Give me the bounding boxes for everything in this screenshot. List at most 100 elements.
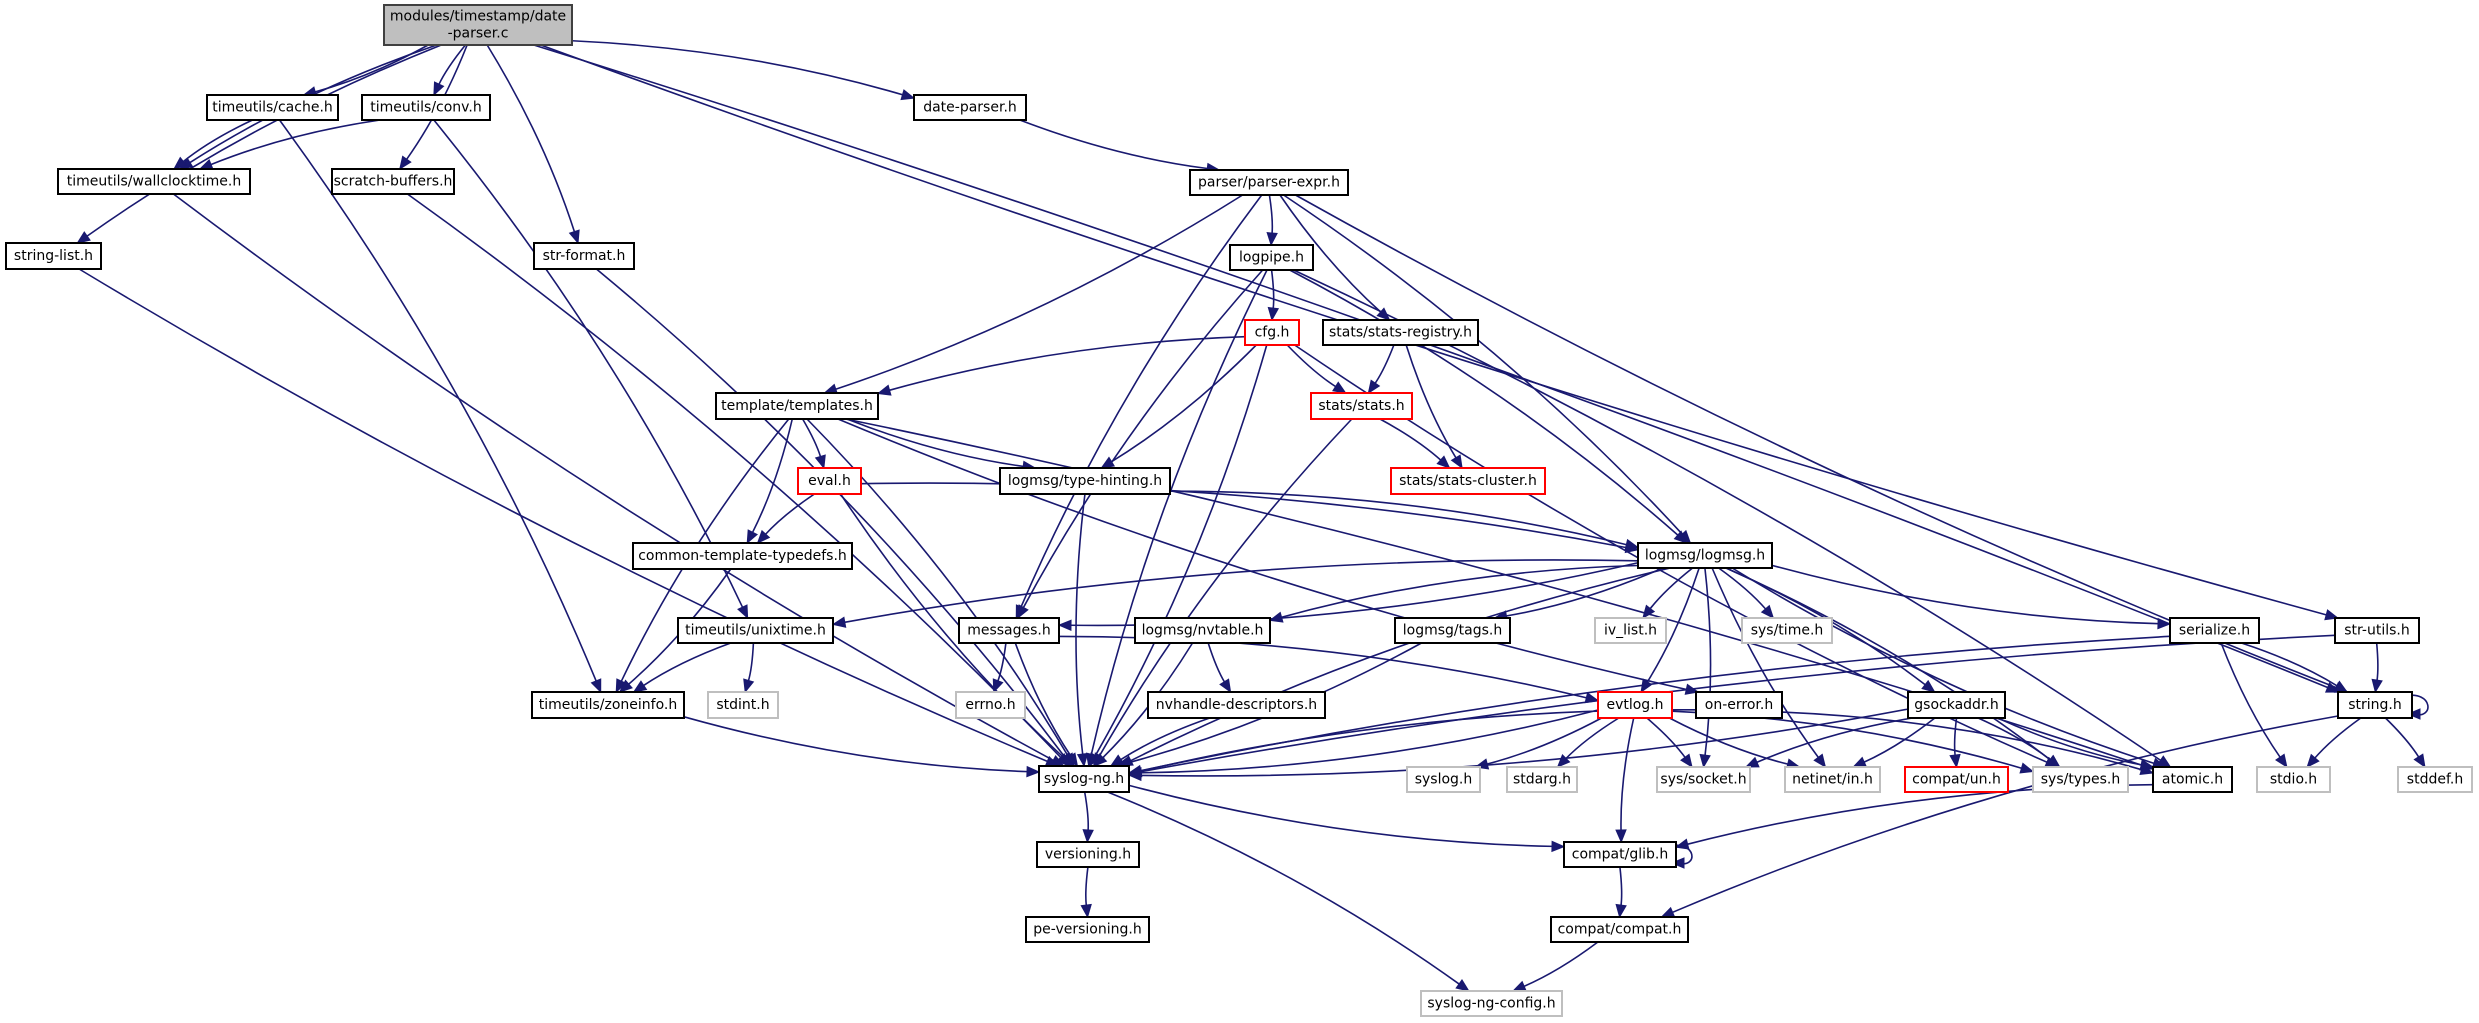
node-box[interactable] (2256, 766, 2331, 793)
node-syslog[interactable]: syslog.h (1406, 766, 1481, 793)
node-cfg[interactable]: cfg.h (1244, 319, 1300, 346)
node-atomic[interactable]: atomic.h (2152, 766, 2233, 793)
node-box[interactable] (2397, 766, 2473, 793)
node-box[interactable] (1597, 691, 1673, 719)
node-box[interactable] (1506, 766, 1578, 793)
node-eval[interactable]: eval.h (797, 467, 862, 495)
node-compatun[interactable]: compat/un.h (1904, 766, 2009, 793)
node-config[interactable]: syslog-ng-config.h (1420, 990, 1563, 1017)
node-logpipe[interactable]: logpipe.h (1229, 244, 1314, 271)
node-box[interactable] (1550, 916, 1689, 943)
node-systime[interactable]: sys/time.h (1741, 617, 1833, 644)
node-stdarg[interactable]: stdarg.h (1506, 766, 1578, 793)
node-box[interactable] (1134, 617, 1271, 644)
node-cache[interactable]: timeutils/cache.h (206, 94, 339, 121)
node-box[interactable] (1244, 319, 1300, 346)
node-parserexpr[interactable]: parser/parser-expr.h (1189, 169, 1349, 196)
node-box[interactable] (797, 467, 862, 495)
node-dateparser[interactable]: date-parser.h (913, 94, 1027, 121)
node-box[interactable] (2152, 766, 2233, 793)
node-stats[interactable]: stats/stats.h (1310, 392, 1413, 420)
node-box[interactable] (1741, 617, 1833, 644)
node-box[interactable] (707, 691, 779, 719)
node-compat[interactable]: compat/compat.h (1550, 916, 1689, 943)
node-syslogng[interactable]: syslog-ng.h (1038, 765, 1130, 793)
node-box[interactable] (531, 691, 685, 719)
node-box[interactable] (206, 94, 339, 121)
node-box[interactable] (958, 617, 1060, 644)
node-statscluster[interactable]: stats/stats-cluster.h (1390, 467, 1546, 495)
node-box[interactable] (2169, 617, 2260, 644)
node-statsreg[interactable]: stats/stats-registry.h (1322, 319, 1479, 346)
node-stringlist[interactable]: string-list.h (5, 242, 102, 270)
node-box[interactable] (1322, 319, 1479, 346)
node-box[interactable] (1189, 169, 1349, 196)
node-syssocket[interactable]: sys/socket.h (1656, 766, 1751, 793)
node-glib[interactable]: compat/glib.h (1563, 841, 1677, 868)
node-tags[interactable]: logmsg/tags.h (1394, 617, 1511, 644)
node-systypes[interactable]: sys/types.h (2032, 766, 2129, 793)
node-zoneinfo[interactable]: timeutils/zoneinfo.h (531, 691, 685, 719)
node-box[interactable] (1695, 691, 1783, 719)
node-box[interactable] (1784, 766, 1881, 793)
node-box[interactable] (955, 691, 1026, 719)
node-errno[interactable]: errno.h (955, 691, 1026, 719)
node-box[interactable] (383, 4, 573, 46)
node-conv[interactable]: timeutils/conv.h (361, 94, 491, 121)
node-box[interactable] (999, 467, 1171, 495)
node-evtlog[interactable]: evtlog.h (1597, 691, 1673, 719)
node-box[interactable] (715, 392, 879, 420)
node-box[interactable] (361, 94, 491, 121)
node-box[interactable] (2032, 766, 2129, 793)
node-typehint[interactable]: logmsg/type-hinting.h (999, 467, 1171, 495)
node-strformat[interactable]: str-format.h (533, 242, 635, 270)
node-stdio[interactable]: stdio.h (2256, 766, 2331, 793)
node-string[interactable]: string.h (2337, 691, 2413, 719)
node-box[interactable] (1147, 691, 1326, 719)
node-box[interactable] (1036, 841, 1140, 868)
node-stdint[interactable]: stdint.h (707, 691, 779, 719)
node-onerror[interactable]: on-error.h (1695, 691, 1783, 719)
node-box[interactable] (5, 242, 102, 270)
node-peversioning[interactable]: pe-versioning.h (1025, 916, 1150, 943)
node-messages[interactable]: messages.h (958, 617, 1060, 644)
node-unixtime[interactable]: timeutils/unixtime.h (677, 617, 834, 644)
node-serialize[interactable]: serialize.h (2169, 617, 2260, 644)
node-box[interactable] (1038, 765, 1130, 793)
node-box[interactable] (1394, 617, 1511, 644)
node-box[interactable] (1594, 617, 1667, 644)
node-box[interactable] (57, 168, 251, 195)
node-box[interactable] (1907, 691, 2006, 719)
node-box[interactable] (2334, 617, 2420, 644)
node-wallclock[interactable]: timeutils/wallclocktime.h (57, 168, 251, 195)
node-gsockaddr[interactable]: gsockaddr.h (1907, 691, 2006, 719)
node-box[interactable] (677, 617, 834, 644)
node-nvhandle[interactable]: nvhandle-descriptors.h (1147, 691, 1326, 719)
node-box[interactable] (1420, 990, 1563, 1017)
node-root[interactable]: modules/timestamp/date-parser.c (383, 4, 573, 46)
node-box[interactable] (1390, 467, 1546, 495)
node-box[interactable] (1025, 916, 1150, 943)
node-box[interactable] (1563, 841, 1677, 868)
node-box[interactable] (1406, 766, 1481, 793)
node-box[interactable] (913, 94, 1027, 121)
node-box[interactable] (632, 542, 853, 570)
node-nvtable[interactable]: logmsg/nvtable.h (1134, 617, 1271, 644)
node-box[interactable] (1229, 244, 1314, 271)
node-versioning[interactable]: versioning.h (1036, 841, 1140, 868)
node-stddef[interactable]: stddef.h (2397, 766, 2473, 793)
node-templates[interactable]: template/templates.h (715, 392, 879, 420)
node-box[interactable] (1637, 542, 1773, 569)
node-box[interactable] (331, 168, 455, 195)
node-box[interactable] (1656, 766, 1751, 793)
node-ivlist[interactable]: iv_list.h (1594, 617, 1667, 644)
node-box[interactable] (1310, 392, 1413, 420)
node-box[interactable] (1904, 766, 2009, 793)
node-strutils[interactable]: str-utils.h (2334, 617, 2420, 644)
node-scratch[interactable]: scratch-buffers.h (331, 168, 455, 195)
node-netinet[interactable]: netinet/in.h (1784, 766, 1881, 793)
node-ctt[interactable]: common-template-typedefs.h (632, 542, 853, 570)
node-box[interactable] (533, 242, 635, 270)
node-logmsg[interactable]: logmsg/logmsg.h (1637, 542, 1773, 569)
node-box[interactable] (2337, 691, 2413, 719)
